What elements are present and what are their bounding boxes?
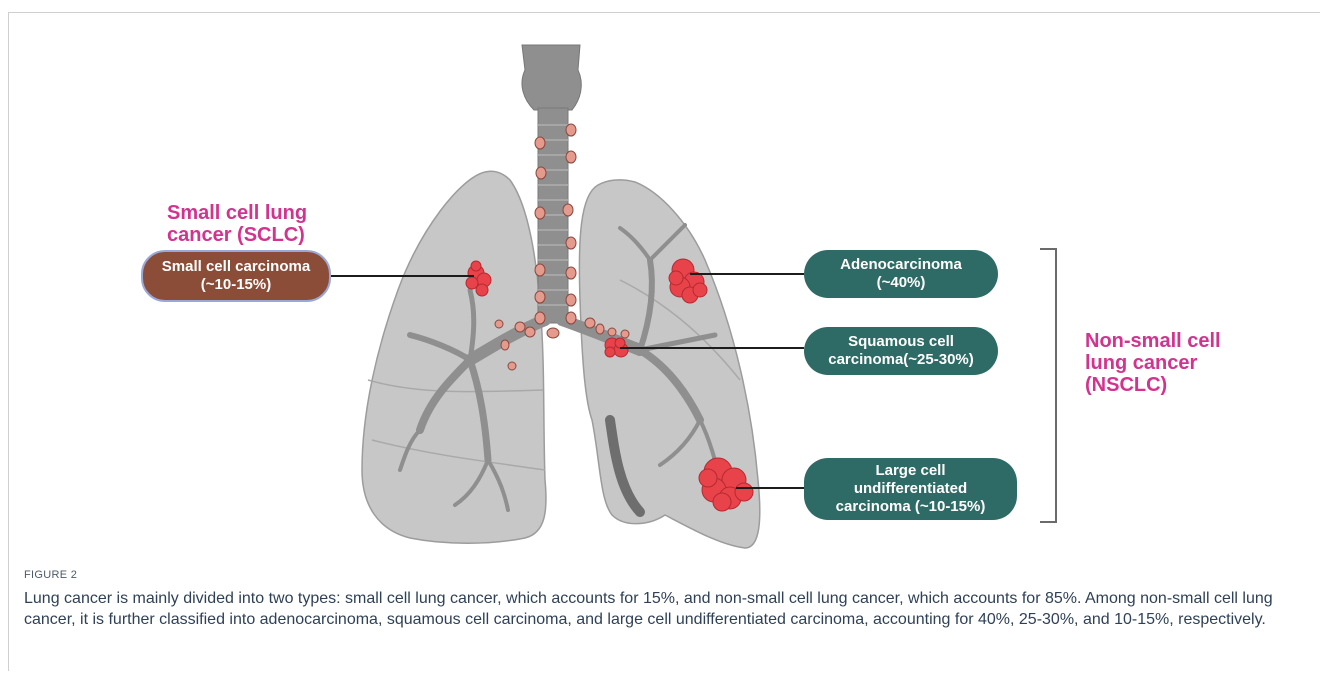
sclc-heading-line1: Small cell lung [167,202,307,224]
nsclc-heading-line1: Non-small cell [1085,330,1221,352]
nsclc-bracket [1040,249,1056,522]
larynx [522,45,581,110]
pill-line: Small cell carcinoma [162,258,310,276]
right-lung [362,171,546,543]
nsclc-heading-line2: lung cancer [1085,352,1197,374]
pill-line: carcinoma (~10-15%) [836,498,986,516]
sclc-heading-line2: cancer (SCLC) [167,224,305,246]
nsclc-heading-line3: (NSCLC) [1085,374,1167,396]
sclc-heading: Small cell lung cancer (SCLC) [167,202,307,246]
pill-line: (~40%) [840,274,962,292]
nsclc-type-adenocarcinoma: Adenocarcinoma (~40%) [804,250,998,298]
pill-line: Adenocarcinoma [840,256,962,274]
nsclc-type-large-cell: Large cell undifferentiated carcinoma (~… [804,458,1017,520]
pill-line: Large cell [836,462,986,480]
pill-line: Squamous cell [828,333,974,351]
figure-label: FIGURE 2 [24,569,77,581]
pill-line: (~10-15%) [162,276,310,294]
sclc-type-small-cell-carcinoma: Small cell carcinoma (~10-15%) [141,250,331,302]
nsclc-heading: Non-small cell lung cancer (NSCLC) [1085,330,1221,396]
pill-line: carcinoma(~25-30%) [828,351,974,369]
figure-caption: Lung cancer is mainly divided into two t… [24,588,1284,630]
pill-line: undifferentiated [836,480,986,498]
nsclc-type-squamous-cell: Squamous cell carcinoma(~25-30%) [804,327,998,375]
